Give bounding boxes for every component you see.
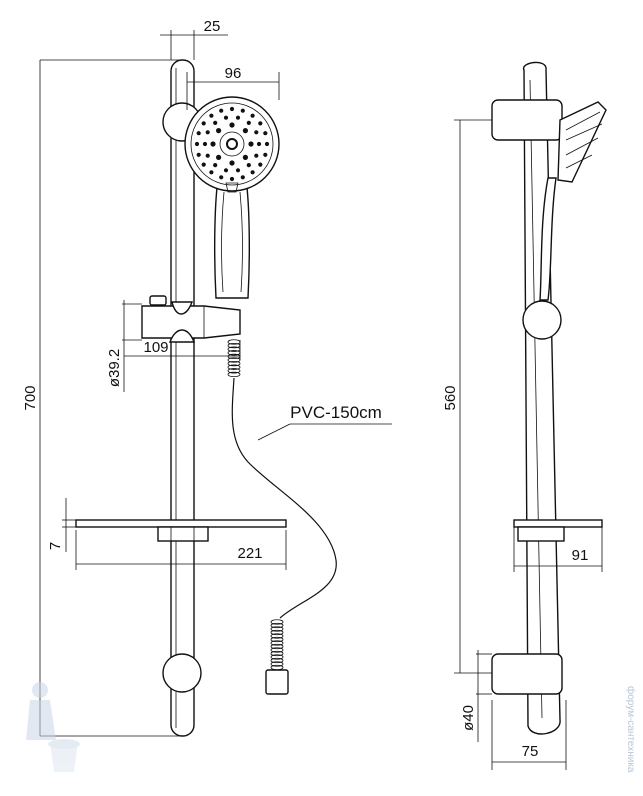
- nozzle: [246, 163, 251, 168]
- hose: [231, 377, 337, 619]
- side-dimension-lines: [454, 119, 603, 770]
- nozzle: [254, 130, 259, 135]
- nozzle: [229, 106, 235, 112]
- nozzle: [246, 120, 251, 125]
- side-view: 560 91 ø40 75: [442, 61, 607, 770]
- dim-holder-width: 109: [143, 339, 168, 356]
- front-view: 25 96 700 ø39.2 109 7 221 PVC-150cm: [22, 18, 392, 737]
- dim-shelf-thickness: 7: [47, 542, 64, 550]
- front-dimension-lines: [39, 30, 392, 737]
- dim-shelf-depth: 91: [572, 547, 589, 564]
- soap-shelf: [75, 519, 287, 542]
- nozzle: [209, 113, 214, 118]
- side-upper-bracket: [491, 99, 563, 141]
- nozzle: [194, 141, 200, 147]
- nozzle: [256, 141, 262, 147]
- nozzle: [229, 122, 235, 128]
- hose-label: PVC-150cm: [290, 403, 382, 422]
- nozzle: [250, 113, 255, 118]
- nozzle: [213, 120, 218, 125]
- dim-bracket-depth: 75: [522, 743, 539, 760]
- slide-bar: [170, 59, 195, 737]
- dim-total-height: 700: [22, 385, 39, 410]
- nozzle: [240, 175, 245, 180]
- nozzle: [209, 170, 214, 175]
- watermark-text: форум-сантехника: [625, 686, 637, 773]
- nozzle: [216, 128, 222, 134]
- nozzle: [258, 121, 263, 126]
- nozzle: [202, 141, 208, 147]
- side-lower-bracket: [491, 653, 563, 695]
- dim-bar-diameter: 25: [204, 18, 221, 35]
- lower-wall-bracket: [162, 653, 202, 693]
- nozzle: [242, 128, 248, 134]
- nozzle: [205, 153, 210, 158]
- dim-shelf-width: 221: [237, 545, 262, 562]
- dim-bracket-spacing: 560: [442, 385, 459, 410]
- nozzle: [264, 141, 270, 147]
- nozzle: [196, 131, 201, 136]
- nozzle: [219, 175, 224, 180]
- nozzle: [240, 108, 245, 113]
- coil-ring: [227, 371, 241, 378]
- nozzle: [201, 162, 206, 167]
- hose-end: [270, 619, 284, 671]
- nozzle: [263, 131, 268, 136]
- nozzle: [201, 121, 206, 126]
- dim-bracket-diameter: ø40: [460, 705, 477, 731]
- side-slide-bar: [523, 61, 561, 735]
- nozzle: [250, 170, 255, 175]
- handset: [184, 96, 280, 299]
- spray-nozzles: [194, 106, 270, 182]
- nozzle: [223, 115, 229, 120]
- nozzle: [258, 162, 263, 167]
- nozzle: [196, 152, 201, 157]
- dim-head-width: 96: [225, 65, 242, 82]
- nozzle: [235, 168, 241, 173]
- nozzle: [235, 115, 241, 120]
- nozzle: [248, 141, 254, 147]
- nozzle: [216, 154, 222, 160]
- side-soap-shelf: [513, 519, 603, 542]
- nozzle: [242, 154, 248, 160]
- nozzle: [229, 176, 235, 182]
- watermark-logo: [26, 682, 80, 772]
- handset-holder: [141, 295, 241, 343]
- nozzle: [263, 152, 268, 157]
- side-handset: [539, 101, 607, 301]
- nozzle: [213, 163, 218, 168]
- side-handset-holder: [522, 300, 562, 340]
- hose-connector: [227, 339, 241, 378]
- nozzle: [219, 108, 224, 113]
- dim-holder-diameter: ø39.2: [106, 349, 123, 387]
- nozzle: [229, 160, 235, 166]
- nozzle: [254, 153, 259, 158]
- nozzle: [205, 130, 210, 135]
- nozzle: [210, 141, 216, 147]
- nozzle: [223, 168, 229, 173]
